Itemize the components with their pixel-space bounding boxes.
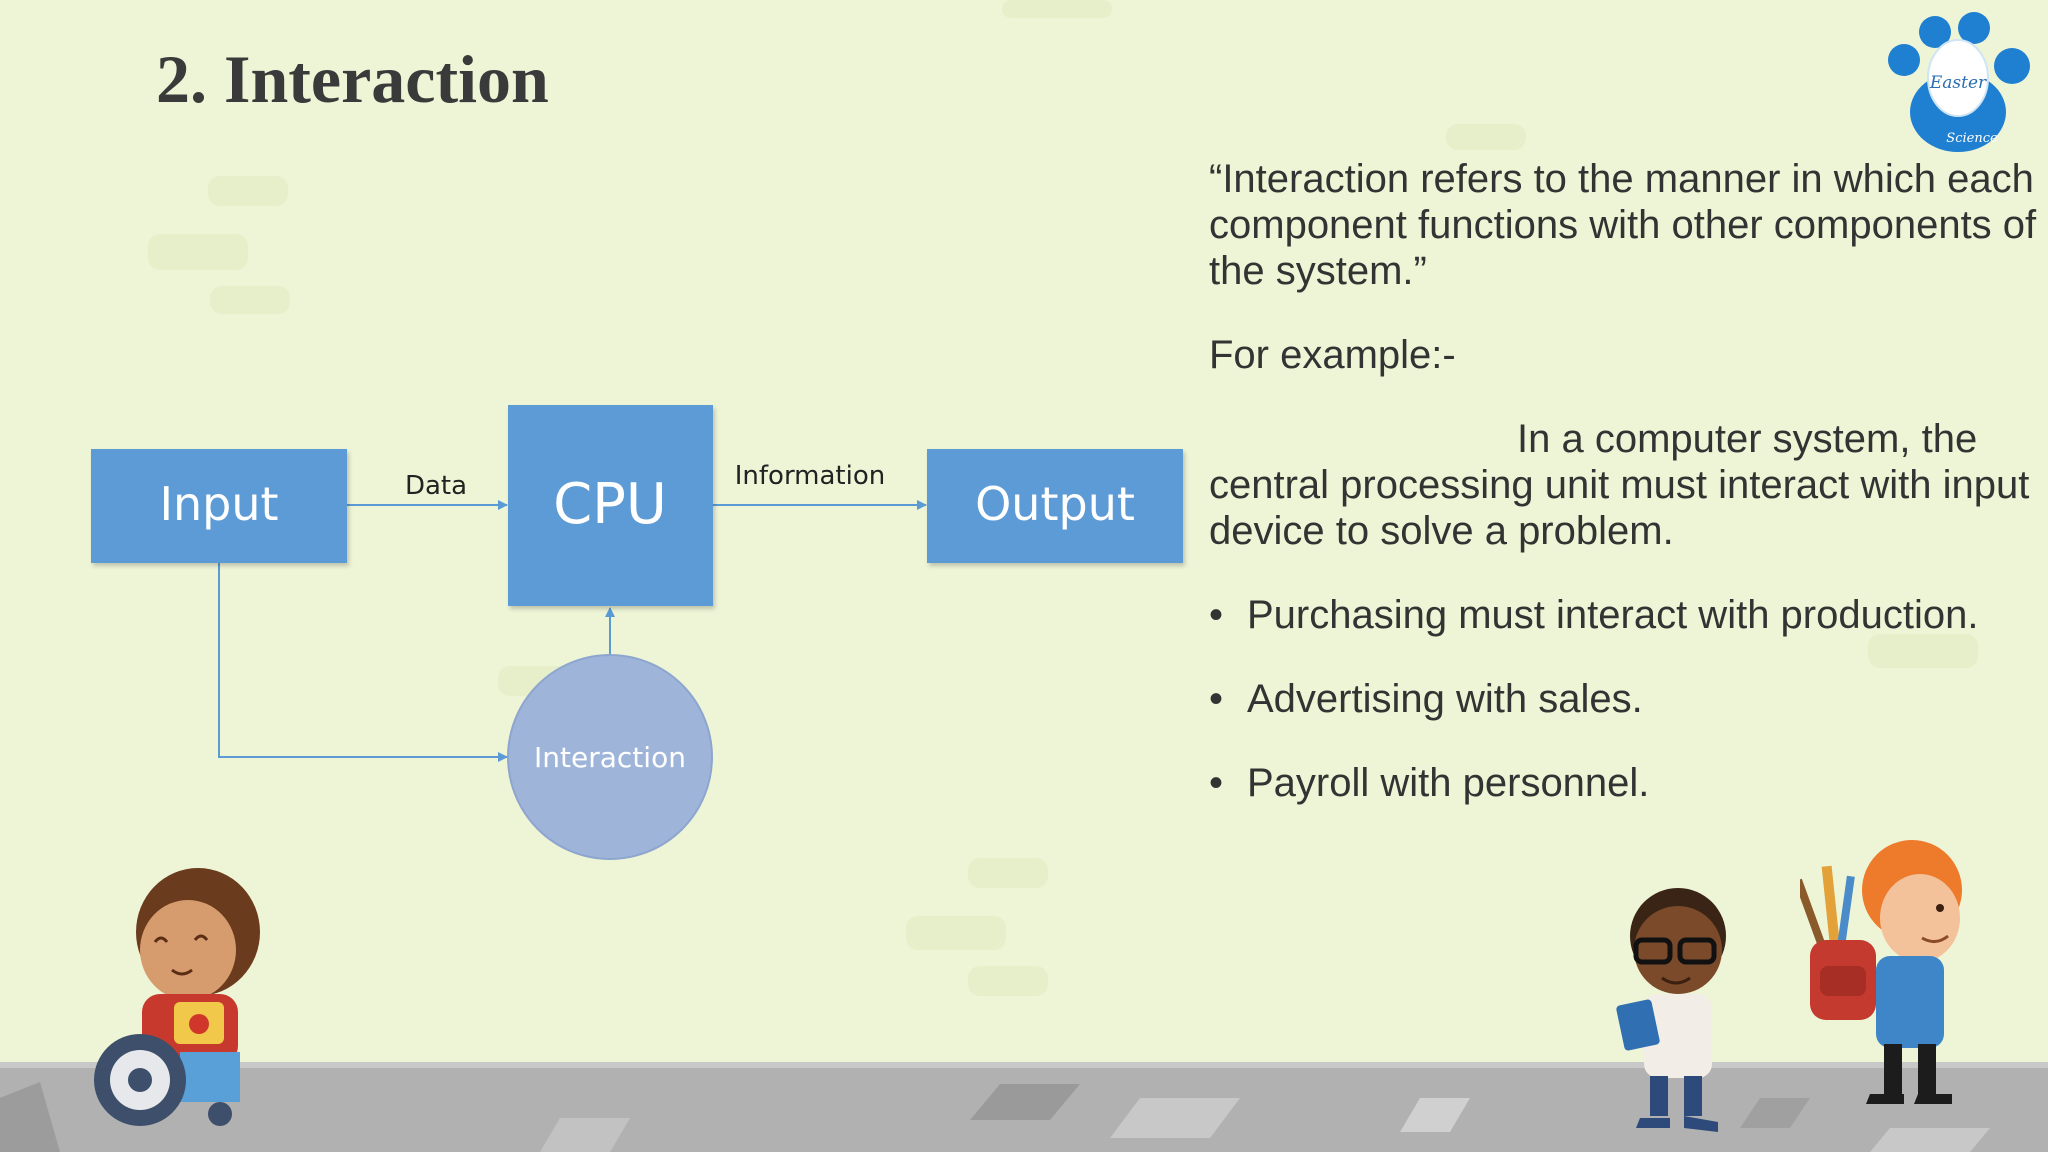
boy-backpack-illustration-icon: [1800, 840, 1962, 1104]
cpu-box: [508, 405, 713, 606]
background-blob: [1446, 124, 1526, 150]
text-panel: “Interaction refers to the manner in whi…: [1209, 156, 2039, 844]
background-blob: [968, 966, 1048, 996]
bullet-item: Purchasing must interact with production…: [1209, 592, 2039, 638]
girl-wheelchair-illustration-icon: [94, 868, 260, 1126]
bullet-item: Payroll with personnel.: [1209, 760, 2039, 806]
background-blob: [1002, 0, 1112, 18]
input-to-interaction-arrow: [218, 563, 508, 762]
background-blob: [210, 286, 290, 314]
background-blob: [968, 858, 1048, 888]
interaction-circle: [507, 654, 713, 860]
road-edge: [0, 1062, 2048, 1070]
background-blob: [148, 234, 248, 270]
background-blob: [208, 176, 288, 206]
background-blob: [1868, 634, 1978, 668]
background-blob: [906, 916, 1006, 950]
interaction-circle-label: Interaction: [534, 741, 686, 774]
output-box: [927, 449, 1183, 563]
example-bullet-list: Purchasing must interact with production…: [1209, 592, 2039, 806]
bullet-item: Advertising with sales.: [1209, 676, 2039, 722]
road-tiles: [0, 1082, 1990, 1152]
example-body: In a computer system, the central proces…: [1209, 417, 2030, 553]
logo-text-easter: Easter: [1929, 73, 1987, 93]
output-box-label: Output: [975, 477, 1135, 531]
boy-glasses-illustration-icon: [1616, 888, 1726, 1132]
data-edge-label: Data: [405, 471, 467, 501]
cpu-box-label: CPU: [553, 472, 667, 537]
input-box-label: Input: [159, 477, 278, 531]
definition-quote: “Interaction refers to the manner in whi…: [1209, 157, 2037, 293]
slide-title: 2. Interaction: [156, 41, 549, 117]
information-edge-label: Information: [735, 461, 886, 491]
logo-text-science: Science: [1946, 131, 1998, 146]
paw-logo-icon: Easter Science: [1888, 12, 2030, 152]
example-label: For example:-: [1209, 333, 1456, 377]
input-box: [91, 449, 347, 563]
